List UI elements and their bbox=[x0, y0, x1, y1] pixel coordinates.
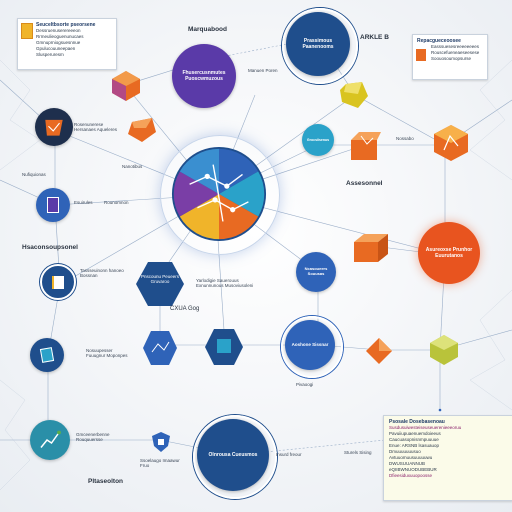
left-mid-caption-a: Rosenunerese Hersanaes Aqueleres bbox=[74, 122, 118, 133]
node-center-right[interactable]: Ncasoueers Souusas bbox=[296, 252, 336, 292]
node-label: Prassimous Paanenooms bbox=[302, 38, 334, 50]
hub-segment bbox=[179, 148, 219, 194]
card-row: Gpulucouuneepaen bbox=[36, 46, 76, 51]
left-node-c-caption: Tassseuinonn hanoeo Bossnan bbox=[80, 268, 124, 279]
gem-node-top-left[interactable] bbox=[110, 70, 142, 102]
card-row: Dessruenuserereeeon bbox=[36, 28, 81, 33]
right-mid-heading: Nossabo bbox=[396, 136, 414, 141]
card-row: Soouosoumopsurse bbox=[431, 56, 472, 61]
node-label: Pnscounu Peueers Gruvaroo bbox=[140, 274, 180, 285]
left-mid-heading: Nufiquionas bbox=[22, 172, 46, 177]
node-left-doc[interactable] bbox=[40, 264, 76, 300]
central-hub[interactable] bbox=[170, 145, 268, 243]
gem-node-lower-olive[interactable] bbox=[428, 334, 460, 366]
node-top-right-ring bbox=[282, 8, 358, 84]
node-label: Olnrousa Cueusmos bbox=[208, 452, 258, 458]
node-bottom-center-ring bbox=[193, 415, 277, 499]
node-left-blue[interactable] bbox=[36, 188, 70, 222]
shield-icon bbox=[152, 432, 170, 452]
node-right-big[interactable]: Asureoxse Prunhor Euurutanos bbox=[418, 222, 480, 284]
card-row: Enue: ARSNB lsasuauop bbox=[389, 443, 440, 448]
card-row: eQIIBWNUODUBEBUR bbox=[389, 467, 437, 472]
left-mid-caption-b: Nanotibus bbox=[122, 164, 143, 169]
card-title: Psosale Dosebasenoau bbox=[389, 419, 445, 425]
info-card-bottom-right: Psosale Dosebasenoau Susdusuiwesteiseuse… bbox=[383, 415, 512, 501]
card-row: Avtuuomuusuuuuuwu bbox=[389, 455, 433, 460]
node-label: Grocsiisenus bbox=[306, 137, 330, 142]
card-row: Slusperuresm bbox=[36, 52, 64, 57]
gem-node-orange-cube[interactable] bbox=[347, 130, 381, 164]
phone-icon bbox=[47, 197, 59, 213]
node-label: Ncasoueers Souusas bbox=[304, 266, 328, 276]
node-bottom-center[interactable]: Olnrousa Cueusmos bbox=[197, 419, 269, 491]
left-mid-sub: Rounomnon bbox=[104, 200, 129, 205]
node-left-orange[interactable] bbox=[35, 108, 73, 146]
hub-segment bbox=[173, 171, 219, 217]
card-row: Dmuuuuuuusuo bbox=[389, 449, 421, 454]
left-mid-heading-b: Esuirules bbox=[74, 200, 93, 205]
info-card-top-left: Seuceltbsorte pseorsene Dessruenusereree… bbox=[17, 18, 117, 70]
node-label: Asureoxse Prunhor Euurutanos bbox=[425, 247, 473, 259]
card-row: DWUSUUANNUB bbox=[389, 461, 425, 466]
bottom-left-heading: Pltaseolton bbox=[88, 478, 124, 485]
center-mid-heading: CXUA Gog bbox=[170, 306, 200, 312]
gem-node-cube-right[interactable] bbox=[352, 232, 388, 262]
card-row: Rrmeulieoguenunucaes bbox=[36, 34, 84, 39]
gem-node-lower-orange[interactable] bbox=[366, 338, 392, 364]
growth-chart-icon bbox=[40, 430, 61, 448]
chart-icon bbox=[45, 119, 63, 136]
bottom-center-caption: Insurd freour bbox=[276, 452, 302, 457]
node-lower-hex-b[interactable] bbox=[204, 328, 244, 366]
node-label: Aoshone Sissnar bbox=[291, 342, 329, 348]
node-lower-hex-a[interactable] bbox=[142, 330, 178, 366]
node-lower-left[interactable] bbox=[30, 338, 64, 372]
node-top-right[interactable]: Prassimous Paanenooms bbox=[286, 12, 350, 76]
document-icon bbox=[39, 347, 55, 363]
card-row: Pavuiiupuaenuemdoieeus bbox=[389, 431, 441, 436]
gem-node-left-orange[interactable] bbox=[128, 118, 156, 142]
node-teal-small[interactable]: Grocsiisenus bbox=[302, 124, 334, 156]
card-row: Susdusuiwesteiseuseuerenieeeoruu bbox=[389, 425, 462, 430]
gem-node-orange-right[interactable] bbox=[432, 124, 470, 162]
lower-left-caption: Nosuupesser Fuuugnur Moponpes bbox=[86, 348, 128, 359]
node-bottom-left[interactable] bbox=[30, 420, 70, 460]
node-bottom-shield[interactable] bbox=[152, 432, 170, 452]
bottom-right-caption: Sturels Sising bbox=[344, 450, 372, 455]
card-row: Rouscefueneaeseesese bbox=[431, 50, 480, 55]
top-right-caption: ARKLE B bbox=[360, 34, 389, 41]
card-title: Seuceltbsorte pseorsene bbox=[36, 22, 96, 28]
card-title: Repacgueceoosee bbox=[417, 38, 461, 44]
card-row: Caucuasopnisnmpuuuue bbox=[389, 437, 439, 442]
node-lower-mid-ring bbox=[281, 316, 343, 378]
hub-segment bbox=[219, 194, 259, 240]
card-row: Gmnuprniogsuesnnue bbox=[36, 40, 81, 45]
hub-segment bbox=[219, 148, 259, 194]
info-card-top-right: Repacgueceoosee Easssuesesreeeeeeees Rou… bbox=[412, 34, 488, 80]
lower-mid-caption: Pivaoogi bbox=[296, 382, 314, 387]
document-icon bbox=[52, 275, 64, 289]
hub-halo bbox=[160, 135, 280, 255]
node-top-center[interactable]: Fhusercusnmutes Puoscwmuzous bbox=[172, 44, 236, 108]
top-left-node-label: Marquabood bbox=[188, 26, 227, 33]
center-mid-caption: Yarlodigie Sauerouus Exnunnunous Musoviu… bbox=[196, 278, 254, 289]
document-icon bbox=[21, 23, 33, 39]
bottom-left-caption: Gmceenerbenne Rouquuersse bbox=[76, 432, 110, 443]
left-heading-c: Hsaconsoupsonel bbox=[22, 244, 78, 251]
node-center-left-hex[interactable]: Pnscounu Peueers Gruvaroo bbox=[136, 262, 184, 306]
card-row: Dfieesiduxuuopoosse bbox=[389, 473, 433, 478]
node-lower-mid[interactable]: Aoshone Sissnar bbox=[285, 320, 335, 370]
hub-segment bbox=[179, 194, 219, 240]
right-center-label: Assesonnel bbox=[346, 180, 383, 187]
gem-node-yellow[interactable] bbox=[340, 82, 368, 108]
hub-segment bbox=[219, 171, 265, 217]
node-label: Fhusercusnmutes Puoscwmuzous bbox=[182, 70, 226, 82]
card-row: Easssuesesreeeeeeees bbox=[431, 44, 480, 49]
document-icon bbox=[416, 49, 426, 61]
bottom-mid-caption: Ssoelaugo Imaawur Fruo bbox=[140, 458, 180, 469]
top-center-caption: Manuen Poren bbox=[248, 68, 278, 73]
